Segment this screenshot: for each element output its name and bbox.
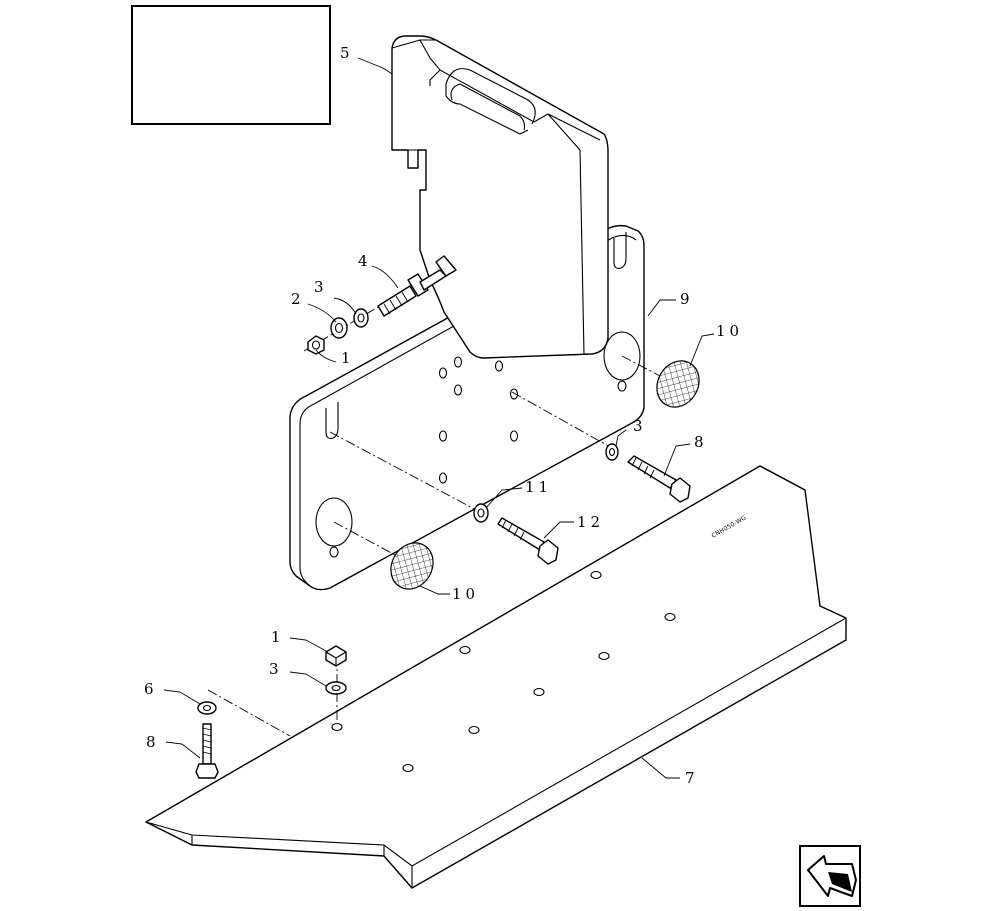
washer-11 [473, 503, 489, 523]
callout-8-lower: 8 [146, 733, 160, 751]
callout-3-lower: 3 [269, 660, 283, 678]
support-bar-7 [145, 465, 847, 889]
reflector-10-lower [390, 542, 434, 590]
return-arrow-icon[interactable] [799, 845, 861, 907]
callout-3-right: 3 [633, 417, 647, 435]
counterweight-5 [391, 35, 609, 359]
washer-3-upper [353, 308, 369, 328]
bolt-8-right [627, 455, 691, 503]
washer-6 [197, 701, 217, 715]
callout-6: 6 [144, 680, 158, 698]
thumbnail-frame[interactable] [131, 5, 331, 125]
callout-8-right: 8 [694, 433, 708, 451]
callout-11: 11 [525, 478, 552, 496]
reflector-10-right [656, 360, 700, 408]
callout-3-upper: 3 [314, 278, 328, 296]
callout-4: 4 [358, 252, 372, 270]
washer-3-right [605, 443, 619, 461]
callout-10-right: 10 [716, 322, 743, 340]
callouts: 5 4 2 3 1 9 10 3 8 11 12 10 1 3 6 8 7 [144, 44, 743, 787]
callout-7: 7 [685, 769, 699, 787]
callout-1-upper: 1 [341, 349, 355, 367]
bolt-8-lower [195, 723, 219, 779]
callout-10-lower: 10 [452, 585, 479, 603]
nut-1-lower [325, 645, 347, 667]
callout-9: 9 [680, 290, 694, 308]
callout-2: 2 [291, 290, 305, 308]
bolt-4-assembly [377, 255, 457, 317]
nut-1-upper [307, 335, 325, 355]
washer-2 [330, 317, 348, 339]
callout-12: 12 [577, 513, 604, 531]
callout-1-lower: 1 [271, 628, 285, 646]
callout-5: 5 [340, 44, 354, 62]
bolt-12 [497, 517, 559, 565]
leader-lines [163, 57, 715, 779]
washer-3-lower [325, 681, 347, 695]
